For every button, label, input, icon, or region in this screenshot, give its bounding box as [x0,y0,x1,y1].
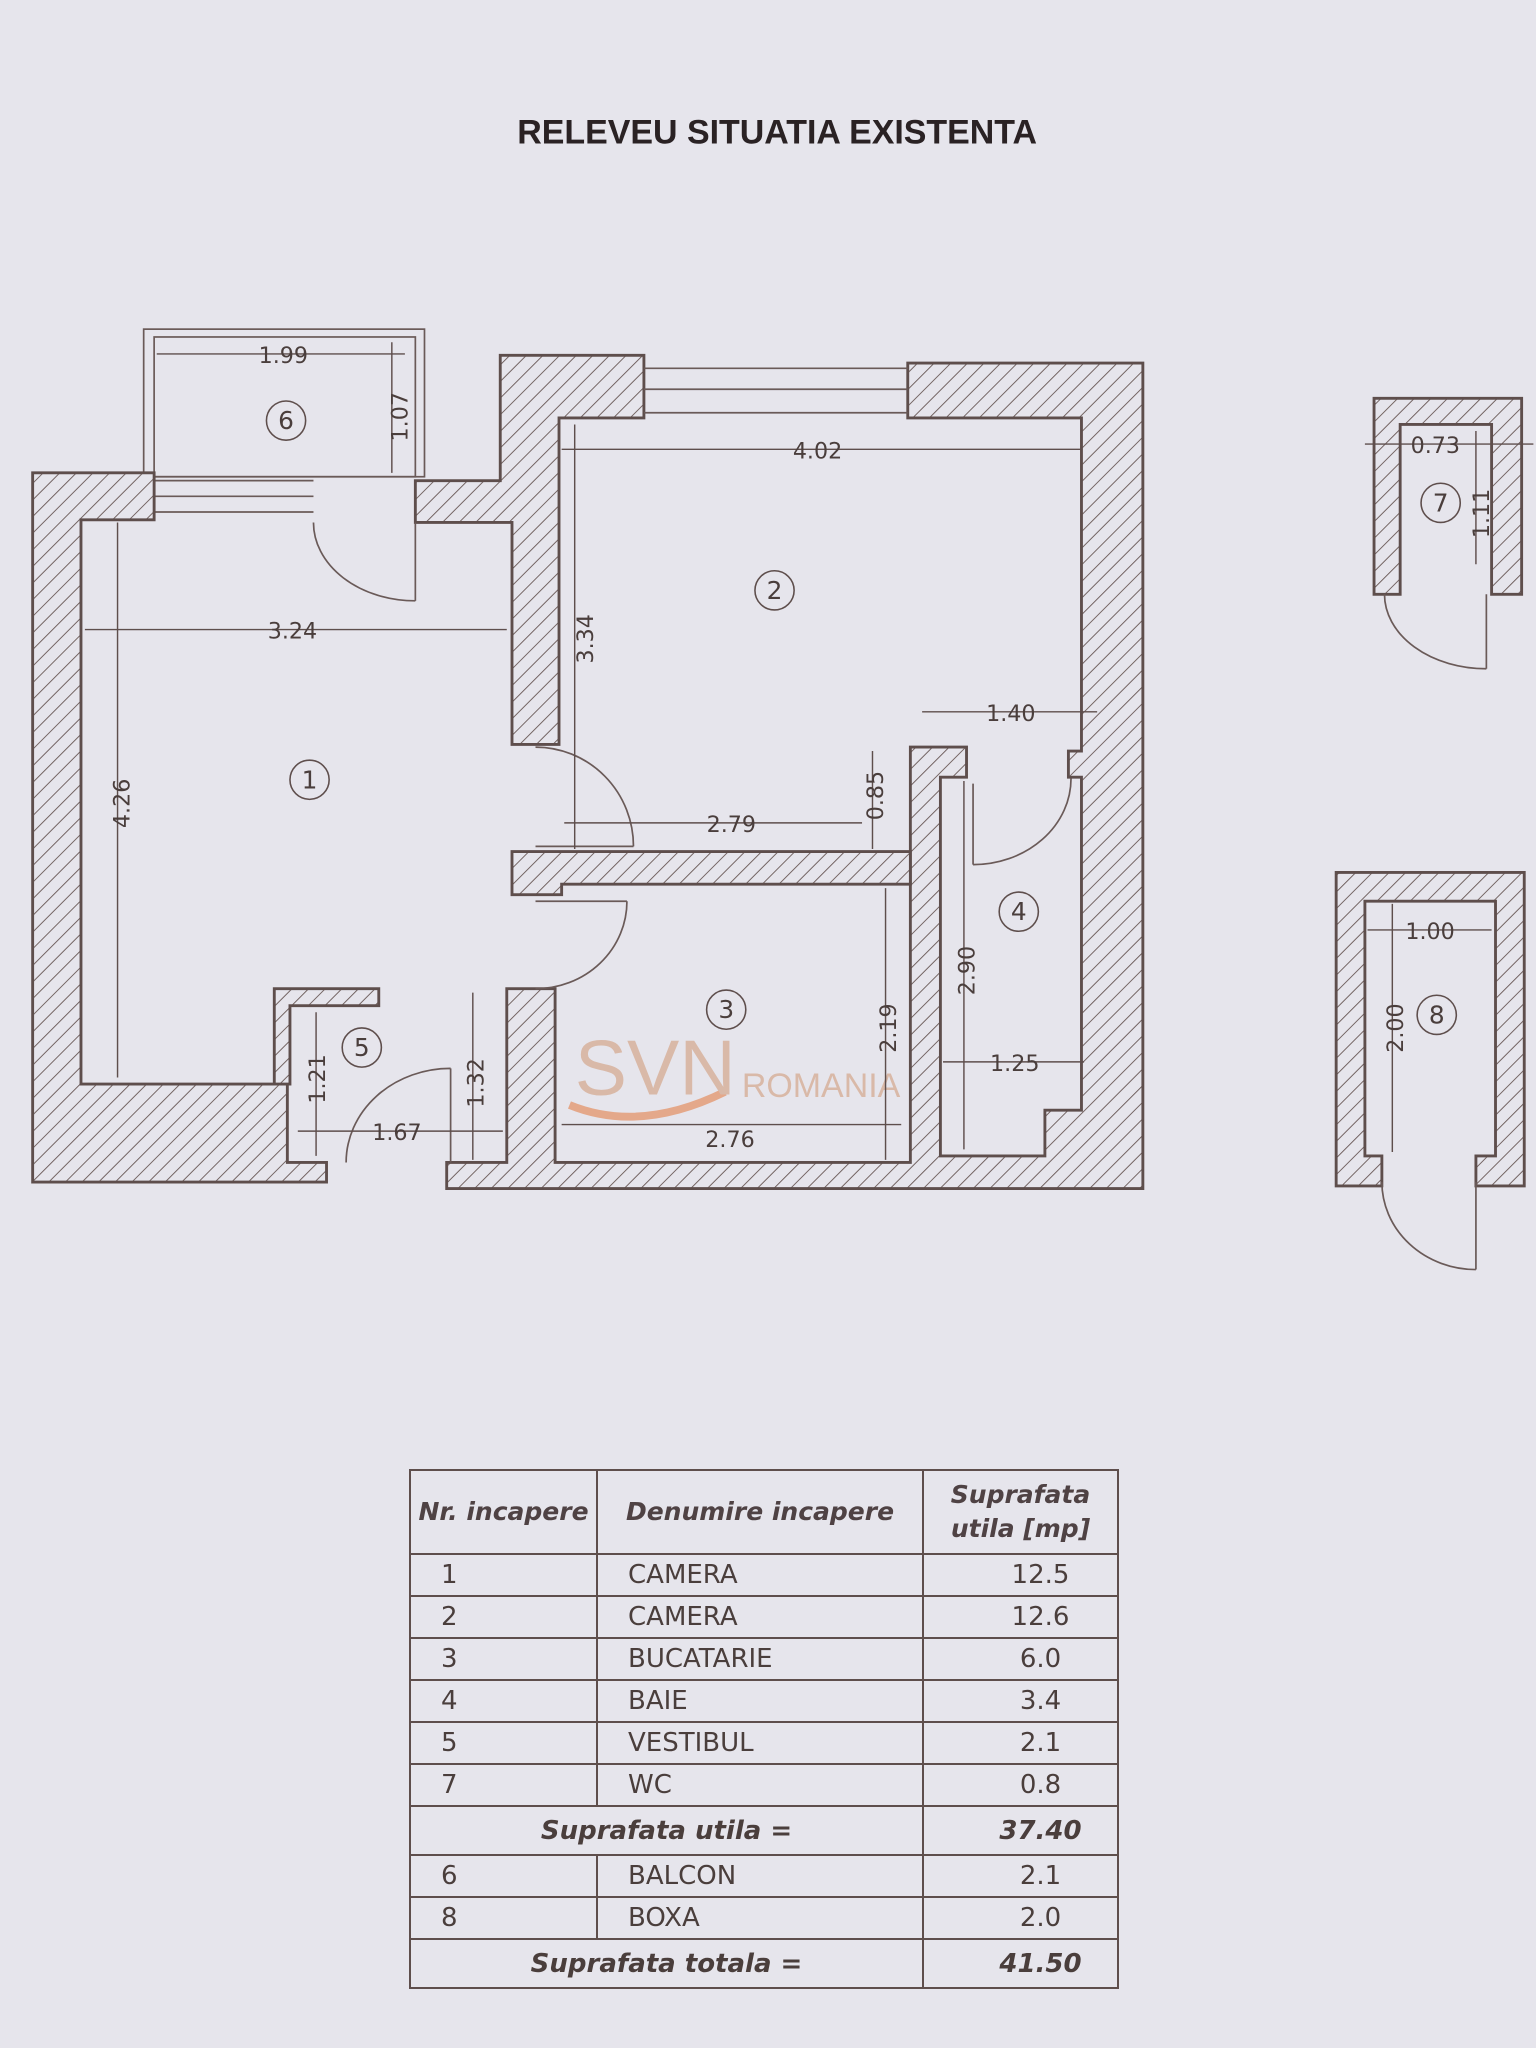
cell-name: BAIE [596,1679,924,1723]
cell-name: WC [596,1763,924,1807]
plan-title: RELEVEU SITUATIA EXISTENTA [517,114,1037,152]
dim-storage-width: 1.00 [1405,919,1454,945]
wall-vestibule-top [272,987,381,1086]
cell-name: BALCON [596,1854,924,1898]
dim-room2-notch: 0.85 [863,771,889,820]
dim-kitchen-width: 2.76 [705,1127,754,1153]
watermark-brand: SVN [575,1024,736,1112]
balcony [142,328,426,513]
cell-area: 12.5 [922,1553,1119,1597]
cell-name: VESTIBUL [596,1721,924,1765]
dimension-labels: 1.99 1.07 4.02 3.34 3.24 4.26 1.40 2.79 … [109,343,1495,1153]
watermark-sub: ROMANIA [742,1067,901,1105]
dim-vestibule-depth-left: 1.21 [305,1054,331,1103]
total-row: Suprafata totala = 41.50 [409,1938,1119,1989]
cell-area: 2.1 [922,1721,1119,1765]
total-label: Suprafata totala = [409,1938,924,1989]
watermark-logo: SVN ROMANIA [567,1024,901,1121]
area-table: Nr. incapere Denumire incapere Suprafata… [409,1469,1119,1989]
cell-area: 12.6 [922,1595,1119,1639]
cell-nr: 1 [409,1553,598,1597]
dim-wc-width: 0.73 [1411,433,1460,459]
dim-balcony-width: 1.99 [259,343,308,369]
cell-area: 3.4 [922,1679,1119,1723]
subtotal-value: 37.40 [922,1805,1119,1856]
dim-vestibule-depth-right: 1.32 [463,1058,489,1107]
dimension-lines [84,342,1534,1160]
room-number-5: 5 [354,1033,370,1062]
dim-room2-width: 4.02 [793,438,842,464]
dim-balcony-depth: 1.07 [388,392,414,441]
cell-name: BOXA [596,1896,924,1940]
door-vestibule [345,1067,452,1163]
room-number-4: 4 [1011,897,1027,926]
dim-wc-depth: 1.11 [1469,489,1495,538]
dim-kitchen-depth: 2.19 [876,1003,902,1052]
header-name: Denumire incapere [596,1469,924,1555]
dim-room2-step: 1.40 [986,701,1035,727]
total-value: 41.50 [922,1938,1119,1989]
door-room2 [535,746,635,848]
wall-middle [510,850,912,897]
dim-room1-depth: 4.26 [109,779,135,828]
dim-room2-depth: 3.34 [573,614,599,663]
cell-name: CAMERA [596,1553,924,1597]
doors [312,522,1488,1271]
window-room2 [643,367,908,414]
dim-room1-width: 3.24 [268,619,317,645]
cell-area: 0.8 [922,1763,1119,1807]
wall-wc [1372,396,1524,596]
walls [31,353,1526,1191]
cell-name: BUCATARIE [596,1637,924,1681]
door-room3 [535,900,628,990]
table-header-row: Nr. incapere Denumire incapere Suprafata… [409,1469,1119,1555]
room-number-7: 7 [1433,488,1449,517]
cell-nr: 5 [409,1721,598,1765]
room-number-2: 2 [767,576,783,605]
dim-bath-width: 1.25 [990,1051,1039,1077]
cell-nr: 2 [409,1595,598,1639]
subtotal-row: Suprafata utila = 37.40 [409,1805,1119,1856]
cell-area: 2.0 [922,1896,1119,1940]
room-number-8: 8 [1429,1000,1445,1029]
wall-room1-room2 [413,353,646,746]
wall-east-south [445,361,1145,1191]
cell-nr: 6 [409,1854,598,1898]
door-storage [1381,1182,1477,1271]
subtotal-label: Suprafata utila = [409,1805,924,1856]
door-bath [972,778,1072,866]
dim-room2-lower: 2.79 [707,812,756,838]
header-area: Suprafata utila [mp] [922,1469,1119,1555]
dim-storage-depth: 2.00 [1383,1003,1409,1052]
door-wc [1383,594,1488,670]
door-balcony [312,522,417,602]
dim-bath-depth: 2.90 [954,946,980,995]
room-markers: 1 2 3 4 5 6 7 8 [265,400,1462,1068]
cell-name: CAMERA [596,1595,924,1639]
cell-nr: 7 [409,1763,598,1807]
room-number-6: 6 [278,406,294,435]
header-nr: Nr. incapere [409,1469,598,1555]
cell-area: 2.1 [922,1854,1119,1898]
cell-nr: 8 [409,1896,598,1940]
dim-vestibule-width: 1.67 [372,1120,421,1146]
cell-nr: 4 [409,1679,598,1723]
cell-nr: 3 [409,1637,598,1681]
cell-area: 6.0 [922,1637,1119,1681]
room-number-3: 3 [718,995,734,1024]
room-number-1: 1 [302,765,318,794]
